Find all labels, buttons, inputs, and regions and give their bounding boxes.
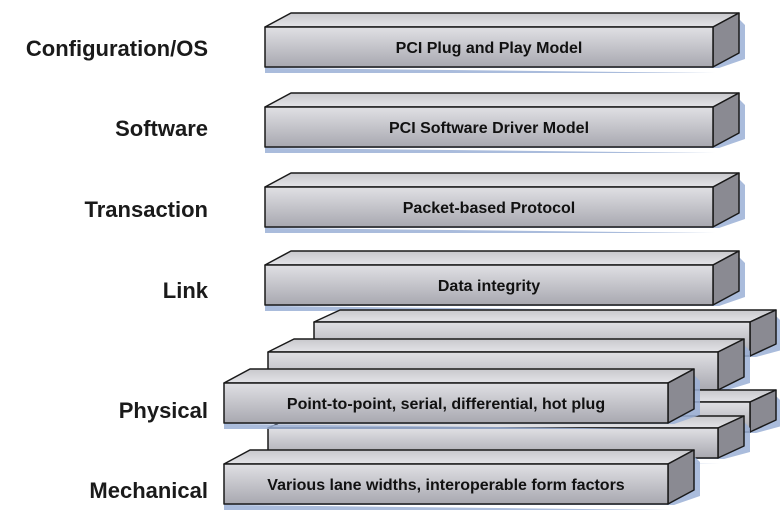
slab-physical-front-label: Point-to-point, serial, differential, ho… (287, 396, 605, 413)
slab-link: Data integrity (264, 250, 745, 311)
slab-link-label: Data integrity (438, 278, 540, 295)
layer-label-configuration-os: Configuration/OS (26, 36, 208, 61)
slab-physical-front: Point-to-point, serial, differential, ho… (223, 368, 700, 429)
slab-software-front-face (264, 106, 714, 148)
slab-mechanical-front: Various lane widths, interoperable form … (223, 449, 700, 510)
slab-transaction-label: Packet-based Protocol (403, 200, 576, 217)
slab-software-top-face (264, 92, 740, 108)
slab-link-front-face (264, 264, 714, 306)
slab-configuration-os-front-face (264, 26, 714, 68)
slab-software: PCI Software Driver Model (264, 92, 745, 153)
slab-configuration-os-top-face (264, 12, 740, 28)
slab-link-top-face (264, 250, 740, 266)
slab-physical-front-front-face (223, 382, 669, 424)
slab-physical-middle-top-face (267, 338, 745, 353)
layer-label-mechanical: Mechanical (89, 478, 208, 503)
slab-physical-front-top-face (223, 368, 695, 384)
slab-physical-back-top-face (313, 309, 777, 323)
slab-transaction: Packet-based Protocol (264, 172, 745, 233)
slab-transaction-top-face (264, 172, 740, 188)
slab-transaction-front-face (264, 186, 714, 228)
layer-label-software: Software (115, 116, 208, 141)
slab-software-label: PCI Software Driver Model (389, 120, 589, 137)
layer-label-physical: Physical (119, 398, 208, 423)
slab-mechanical-front-top-face (223, 449, 695, 465)
slab-configuration-os: PCI Plug and Play Model (264, 12, 745, 73)
slab-mechanical-front-front-face (223, 463, 669, 505)
slab-mechanical-front-label: Various lane widths, interoperable form … (267, 477, 625, 494)
layer-label-transaction: Transaction (85, 197, 208, 222)
slab-configuration-os-label: PCI Plug and Play Model (396, 40, 583, 57)
layer-label-link: Link (163, 278, 209, 303)
